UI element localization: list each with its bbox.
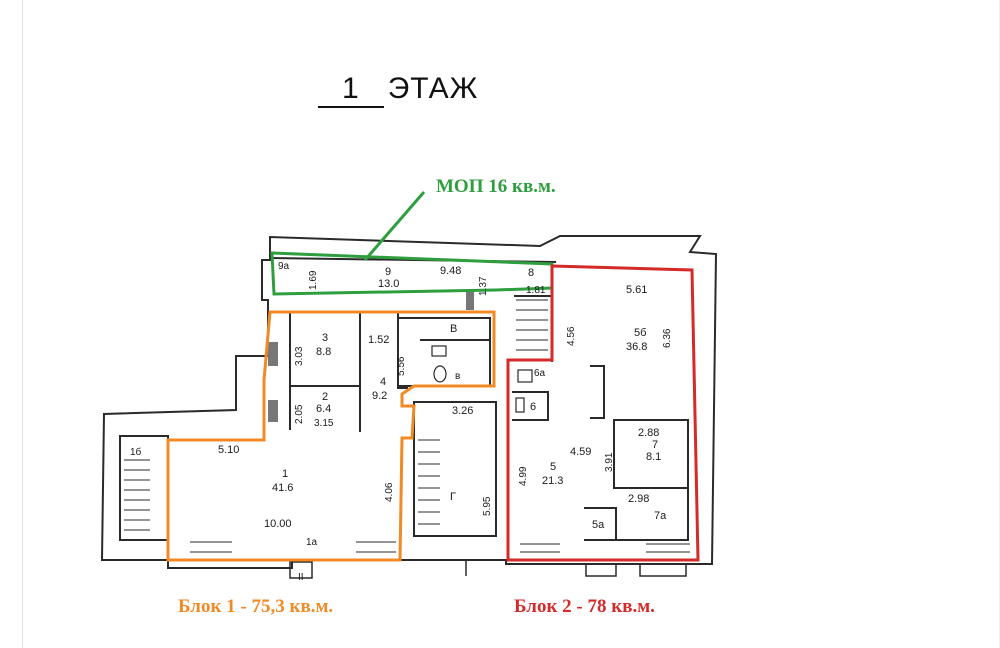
stair-g-wall [413,401,497,537]
room-9-dim-right: 1.37 [478,276,489,296]
inner-wall-m [584,507,617,541]
room-1-dim-h: 4.06 [384,482,395,502]
block1-boundary [166,310,496,562]
room-g-dim-h: 5.95 [482,496,493,516]
block1-caption: Блок 1 - 75,3 кв.м. [178,596,333,617]
room-5b-area: 36.8 [626,341,647,353]
room-4-area: 9.2 [372,390,387,402]
room-9-dim-left: 1.69 [308,270,319,290]
room-5b-dim-left: 4.56 [566,326,577,346]
room-2-dim-h: 2.05 [294,404,305,424]
room-v-top-label: В [450,323,457,335]
room-5a-label: 5а [592,519,605,531]
room-5-dim-h: 3.91 [604,452,615,472]
block2-caption: Блок 2 - 78 кв.м. [514,596,655,617]
fixture-6a-icon [517,369,533,383]
room-v-bottom-label: в [455,371,460,382]
stair-1b-wall [119,435,169,541]
room-2-number: 2 [322,391,328,403]
room-6-label: 6 [530,401,536,413]
room-4-number: 4 [380,376,386,388]
building-walls [100,235,718,569]
room-1-dim-w: 5.10 [218,444,239,456]
room-5-dim-left: 4.99 [518,466,529,486]
column-hatch-2 [268,400,278,422]
room-8-dim: 1.81 [526,285,546,296]
room-5b-dim-h: 6.36 [662,328,673,348]
step-left [289,561,313,579]
exit-label: II [298,572,304,583]
step-center [585,563,617,577]
room-9-area: 13.0 [378,278,399,290]
hatched-columns [268,292,474,422]
room-1a-label: 1а [306,537,318,548]
page-margin-line [22,0,23,648]
column-hatch-1 [268,342,278,366]
room-7-area: 8.1 [646,451,661,463]
mop-pointer-line [363,191,426,261]
room-3-area: 8.8 [316,346,331,358]
room-5-dim-w: 4.59 [570,446,591,458]
inner-wall-l [614,487,689,541]
inner-wall-h [514,295,553,362]
room-1-number: 1 [282,468,288,480]
room-2-area: 6.4 [316,403,331,415]
room-4-dim-w: 1.52 [368,334,389,346]
room-7-number: 7 [652,439,658,451]
room-9-number: 9 [385,266,391,278]
fixture-6-icon [515,397,525,413]
step-right [639,563,687,577]
room-7a-number: 7а [654,510,667,522]
room-5b-dim-w: 5.61 [626,284,647,296]
room-g-number: Г [450,491,456,503]
room-labels: 9а 1.69 9 13.0 9.48 1.37 8 1.81 3 8.8 3.… [130,261,673,583]
room-3-dim: 3.03 [294,346,305,366]
room-3-number: 3 [322,332,328,344]
room-9-dim-length: 9.48 [440,265,461,277]
room-8-number: 8 [528,267,534,279]
room-5b-number: 5б [634,327,646,339]
room-6a-label: 6а [534,368,546,379]
inner-wall-j [590,365,605,419]
block2-boundary [506,264,700,562]
room-1b-label: 1б [130,446,142,458]
sink-icon [431,345,447,357]
room-1-dim-length: 10.00 [264,518,292,530]
room-7a-dim: 2.98 [628,493,649,505]
room-5-number: 5 [550,461,556,473]
mop-boundary [270,251,554,296]
room-2-dim-w: 3.15 [314,418,334,429]
toilet-icon [433,365,447,383]
floor-word: ЭТАЖ [387,72,479,105]
bathroom-fixtures [431,345,533,413]
outer-wall [100,235,718,569]
entrance-steps [289,560,687,579]
room-4-dim-h: 5.56 [396,356,407,376]
inner-wall-i [512,391,549,421]
room-1-area: 41.6 [272,482,293,494]
inner-wall-e [398,317,491,387]
floor-number: 1 [318,72,384,108]
room-7-dim: 2.88 [638,427,659,439]
room-g-dim-w: 3.26 [452,405,473,417]
column-hatch-3 [466,292,474,310]
room-5-area: 21.3 [542,475,563,487]
room-9a-label: 9а [278,261,290,272]
stair-treads [124,299,690,553]
mop-caption: МОП 16 кв.м. [436,176,556,197]
